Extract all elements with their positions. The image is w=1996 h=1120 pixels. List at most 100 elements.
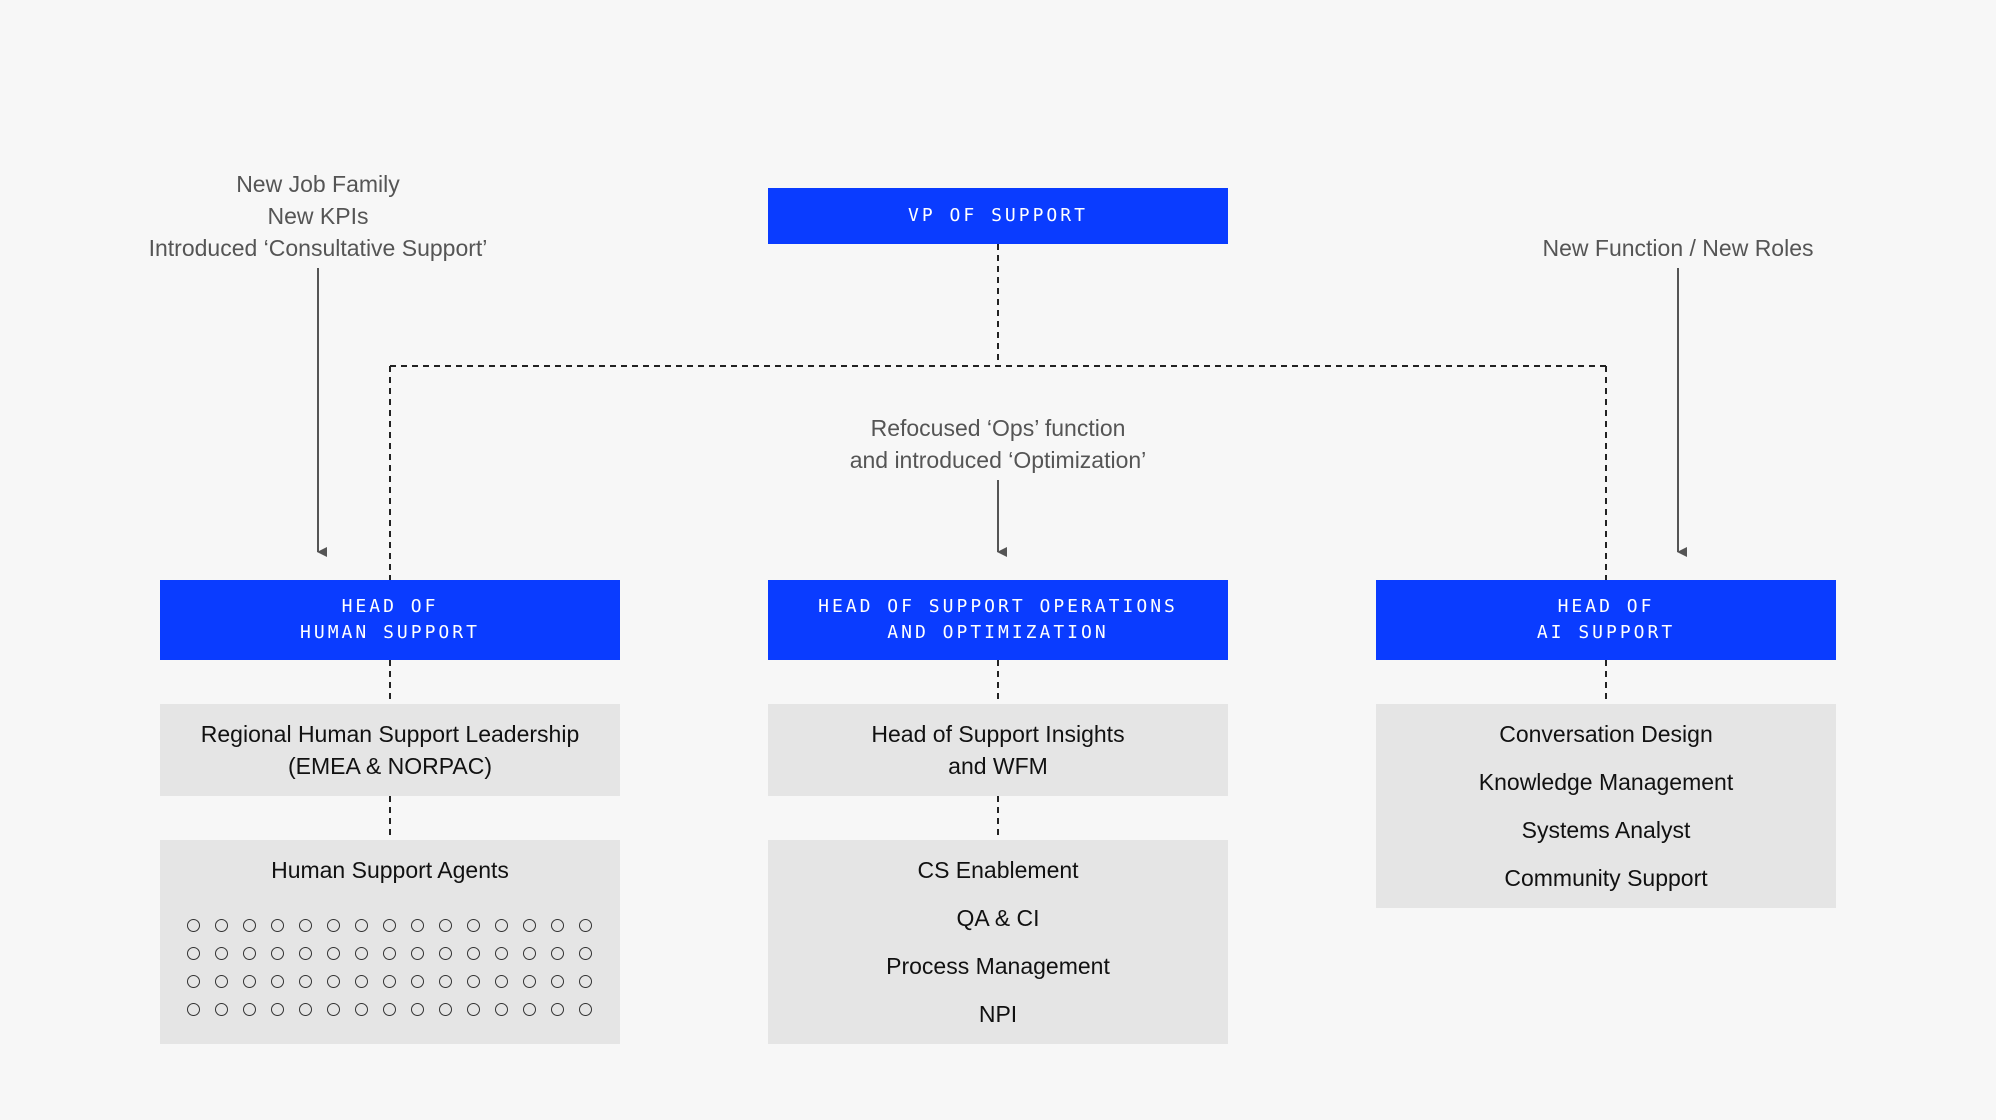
agent-dot [495,919,508,932]
agent-dot [355,919,368,932]
head-label-line: HEAD OF SUPPORT OPERATIONS [818,596,1178,617]
agent-dot [551,1003,564,1016]
agent-dot [271,1003,284,1016]
agent-dot [243,1003,256,1016]
head-label-line: HEAD OF [1557,596,1655,617]
ai-annotation: New Function / New Roles [1478,232,1878,264]
ops-functions-box: CS Enablement QA & CI Process Management… [768,840,1228,1044]
agent-dot [299,919,312,932]
team-label-line: Head of Support Insights [871,721,1125,747]
agent-dot [467,975,480,988]
ai-roles-box: Conversation Design Knowledge Management… [1376,704,1836,908]
ai-role-item: Community Support [1504,865,1708,891]
ops-annotation: Refocused ‘Ops’ function and introduced … [798,412,1198,476]
ai-role-item: Conversation Design [1499,721,1713,747]
agent-dot [187,975,200,988]
agent-dot [355,1003,368,1016]
team-label-line: Regional Human Support Leadership [200,721,580,747]
agent-dot [411,975,424,988]
agent-dot [215,947,228,960]
support-insights-box: Head of Support Insights and WFM [768,704,1228,796]
agent-dot [523,919,536,932]
agent-dot [523,947,536,960]
agent-dot [439,919,452,932]
agent-dot [579,919,592,932]
agent-dot [439,975,452,988]
head-label-line: AND OPTIMIZATION [887,622,1109,643]
ai-role-item: Knowledge Management [1478,769,1734,795]
head-label-line: HUMAN SUPPORT [300,622,480,643]
team-label-line: and WFM [948,753,1048,779]
team-label-line: (EMEA & NORPAC) [287,753,493,779]
agent-dot [215,975,228,988]
ops-function-item: NPI [978,1001,1018,1027]
agent-dot [467,1003,480,1016]
agents-dot-grid [186,918,594,1018]
head-label-line: AI SUPPORT [1536,622,1676,643]
agent-dot [495,975,508,988]
ops-function-item: QA & CI [956,905,1040,931]
agent-dot [299,947,312,960]
agent-dot [299,975,312,988]
agent-dot [411,1003,424,1016]
agent-dot [327,947,340,960]
agent-dot [383,975,396,988]
agent-dot [187,947,200,960]
agent-dot [495,947,508,960]
agent-dot [467,919,480,932]
agent-dot [411,947,424,960]
agent-dot [551,947,564,960]
agent-dot [327,975,340,988]
annotation-line: and introduced ‘Optimization’ [849,447,1147,473]
agent-dot [551,919,564,932]
ops-function-item: Process Management [886,953,1110,979]
agent-dot [271,947,284,960]
agent-dot [439,1003,452,1016]
agent-dot [355,947,368,960]
head-of-human-support-box: HEAD OF HUMAN SUPPORT [160,580,620,660]
vp-of-support-box: VP OF SUPPORT [768,188,1228,244]
agent-dot [215,919,228,932]
agent-dot [439,947,452,960]
agent-dot [383,947,396,960]
agent-dot [243,947,256,960]
vp-of-support-label: VP OF SUPPORT [908,205,1088,226]
annotation-line: New Job Family [236,171,400,197]
head-of-support-operations-box: HEAD OF SUPPORT OPERATIONS AND OPTIMIZAT… [768,580,1228,660]
ops-function-item: CS Enablement [917,857,1079,883]
agent-dot [187,1003,200,1016]
agent-dot [355,975,368,988]
agent-dot [411,919,424,932]
agent-dot [327,919,340,932]
agent-dot [299,1003,312,1016]
agent-dot [495,1003,508,1016]
annotation-line: New Function / New Roles [1542,235,1814,261]
regional-leadership-box: Regional Human Support Leadership (EMEA … [160,704,620,796]
head-label-line: HEAD OF [341,596,439,617]
agent-dot [523,975,536,988]
agent-dot [383,919,396,932]
agent-dot [271,919,284,932]
agents-title: Human Support Agents [271,857,509,883]
human-support-annotation: New Job Family New KPIs Introduced ‘Cons… [118,168,518,264]
agent-dot [187,919,200,932]
agent-dot [215,1003,228,1016]
agent-dot [271,975,284,988]
annotation-line: Refocused ‘Ops’ function [870,415,1126,441]
head-of-ai-support-box: HEAD OF AI SUPPORT [1376,580,1836,660]
agent-dot [243,919,256,932]
annotation-line: Introduced ‘Consultative Support’ [148,235,488,261]
agent-dot [243,975,256,988]
agent-dot [551,975,564,988]
agent-dot [579,975,592,988]
agent-dot [579,1003,592,1016]
annotation-line: New KPIs [267,203,369,229]
agent-dot [383,1003,396,1016]
ai-role-item: Systems Analyst [1521,817,1691,843]
agent-dot [579,947,592,960]
agent-dot [467,947,480,960]
agent-dot [523,1003,536,1016]
agent-dot [327,1003,340,1016]
